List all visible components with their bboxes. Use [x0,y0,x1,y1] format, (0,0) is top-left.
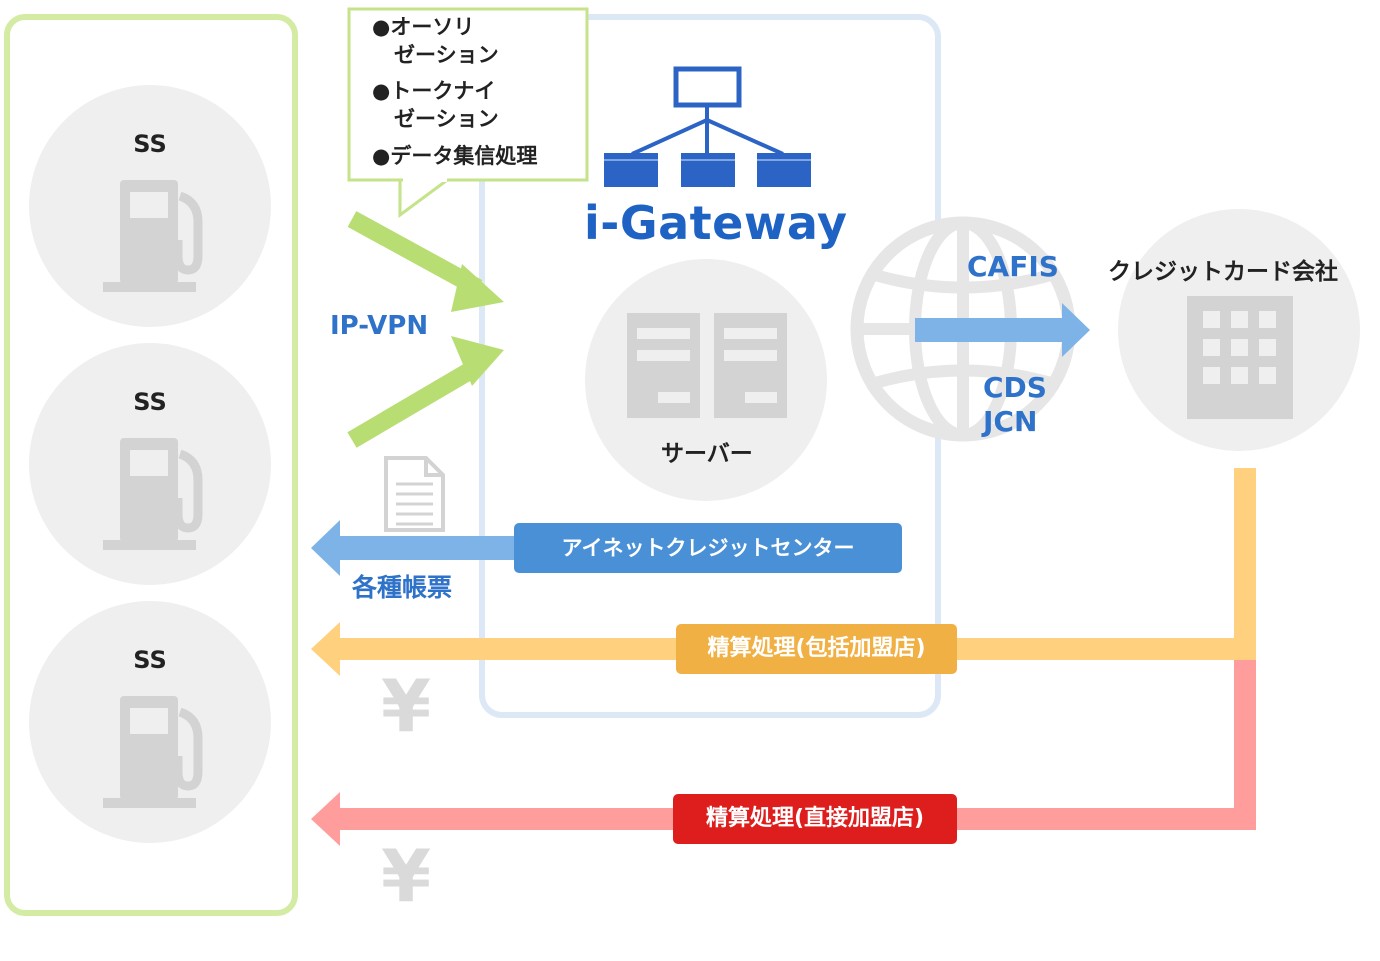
gateway-title: i-Gateway [584,196,848,250]
ss-station-3 [29,601,271,843]
yen-icon-1: ¥ [381,664,432,748]
ss-station-1 [29,85,271,327]
server-label: サーバー [661,441,753,467]
network-hierarchy-icon [604,66,811,187]
card-company-label: クレジットカード会社 [1108,259,1338,285]
callout-item-authorization-2: ゼーション [394,43,499,67]
report-arrow [311,520,526,576]
ip-vpn-label: IP-VPN [330,311,429,341]
cds-label: CDS [983,371,1047,404]
ss-label-3: SS [133,646,167,674]
document-icon [384,456,445,532]
ss-frame [4,14,298,916]
direct-settlement-pill: 精算処理(直接加盟店) [673,794,957,844]
yen-icon-2: ¥ [381,834,432,918]
credit-center-pill: アイネットクレジットセンター [514,523,902,573]
ss-label-1: SS [133,130,167,158]
ss-station-2 [29,343,271,585]
bundled-settlement-pill: 精算処理(包括加盟店) [676,624,957,674]
reports-label: 各種帳票 [352,573,453,602]
ss-label-2: SS [133,388,167,416]
callout-item-data-collection: ●データ集信処理 [372,144,538,168]
callout-pointer [398,176,455,218]
callout-item-tokenization-2: ゼーション [394,107,499,131]
card-company-building-icon [1118,209,1360,451]
callout-box [347,7,589,182]
globe-to-card-arrow [915,303,1090,357]
cafis-label: CAFIS [967,250,1059,283]
ip-vpn-arrows [347,211,504,448]
server-icon [585,259,827,501]
callout-item-authorization: ●オーソリ [372,15,475,39]
callout-item-tokenization: ●トークナイ [372,79,496,103]
jcn-label: JCN [983,405,1038,438]
